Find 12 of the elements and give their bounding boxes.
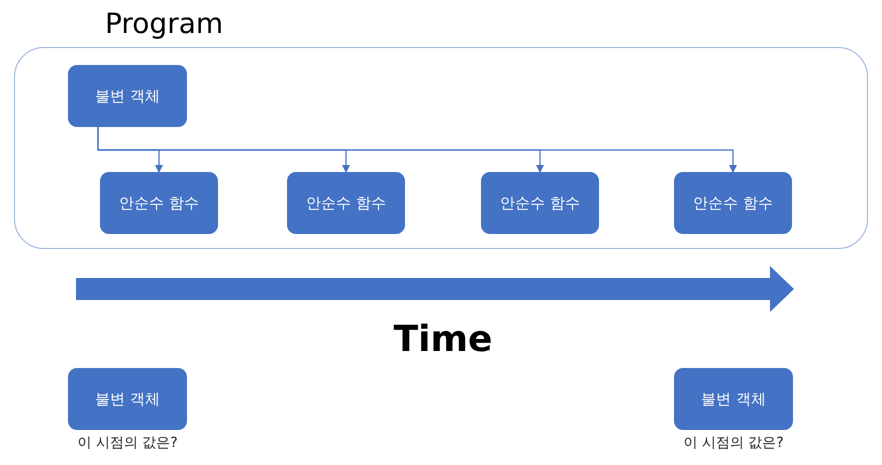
object-box: 불변 객체 [68, 368, 187, 430]
connector-arrow [97, 127, 737, 173]
object-box: 불변 객체 [68, 65, 187, 127]
function-box: 안순수 함수 [481, 172, 599, 234]
caption-text: 이 시점의 값은? [682, 434, 785, 452]
axis-label: Time [392, 318, 494, 362]
function-box: 안순수 함수 [287, 172, 405, 234]
object-box: 불변 객체 [674, 368, 793, 430]
caption-text: 이 시점의 값은? [76, 434, 179, 452]
program-title: Program [105, 7, 224, 41]
function-box: 안순수 함수 [674, 172, 792, 234]
function-box: 안순수 함수 [100, 172, 218, 234]
